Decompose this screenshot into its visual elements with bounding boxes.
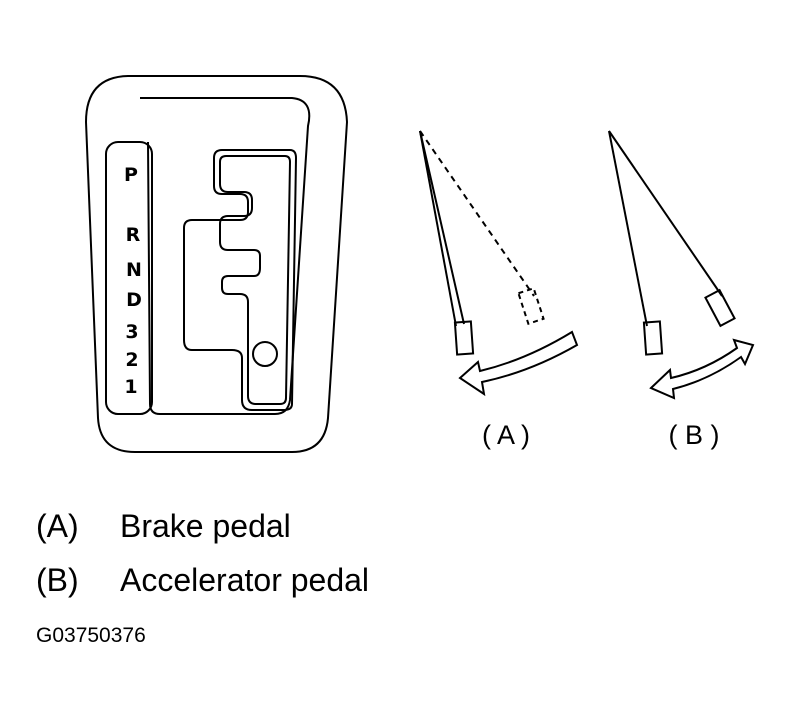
console-inner-panel [140, 97, 311, 415]
brake-pedal-label: ( A ) [482, 420, 530, 450]
brake-pedal-arm-dashed [419, 130, 535, 297]
legend-text: Brake pedal [120, 508, 291, 544]
accelerator-pedal-figure [608, 130, 755, 400]
accelerator-pedal-pad [642, 320, 664, 356]
legend-key: (A) [36, 508, 79, 544]
legend-key: (B) [36, 562, 79, 598]
gear-label: D [126, 289, 142, 311]
gear-label: P [124, 164, 138, 186]
brake-pedal-pad [453, 320, 475, 356]
figure-id: G03750376 [36, 624, 146, 647]
accelerator-pedal-arm [608, 130, 723, 297]
gear-label: 3 [125, 321, 138, 343]
brake-pedal-arm [419, 130, 457, 327]
gear-label: 2 [125, 349, 138, 371]
accelerator-pedal-arm [608, 130, 648, 327]
gear-indicator-strip [105, 141, 153, 415]
console-outer-bezel [84, 75, 349, 453]
accelerator-direction-arrow [649, 338, 755, 400]
gear-label: N [126, 259, 142, 281]
legend-text: Accelerator pedal [120, 562, 370, 598]
brake-pedal-arm [419, 130, 465, 325]
accelerator-pedal-pad [704, 288, 736, 328]
brake-direction-arrow [458, 330, 579, 397]
brake-pedal-figure [419, 130, 579, 397]
gear-letters: P R N D 3 2 1 [124, 164, 142, 398]
gear-label: R [126, 224, 141, 246]
accelerator-pedal-label: ( B ) [669, 420, 720, 450]
shift-console [84, 75, 349, 453]
brake-pedal-pad-pressed [517, 287, 545, 325]
selector-knob [252, 341, 278, 367]
shift-gate-slot-outer [183, 149, 298, 411]
shift-gate-slot-inner [219, 155, 292, 405]
gear-label: 1 [124, 376, 137, 398]
